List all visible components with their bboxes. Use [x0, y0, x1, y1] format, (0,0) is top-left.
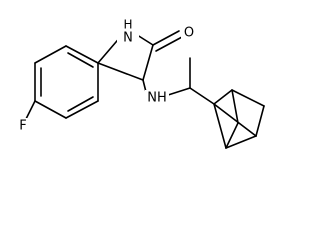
bond-c5-c4 [65, 100, 99, 119]
bond-c5-c4-inner [67, 96, 94, 112]
atom-nh-ring: H N [117, 18, 139, 46]
bond-nb-c7-c4 [225, 122, 239, 149]
bond-nb-c1-c7 [231, 89, 239, 124]
atom-label-n1: N [123, 31, 133, 46]
bond-nb-c4-c3 [213, 103, 227, 149]
atom-labels: H N O NH F [15, 18, 195, 134]
bond-nb-c2-c1 [213, 89, 233, 105]
atom-fluorine: F [15, 118, 31, 134]
bond-c7a-c7 [34, 45, 67, 64]
bond-nb-c1-c6 [231, 89, 265, 107]
bond-c6-c5 [34, 100, 67, 119]
bond-c3a-c7a-inner [67, 52, 94, 68]
bond-nh-ch [164, 87, 191, 97]
atom-label-f: F [19, 119, 26, 134]
atom-amine: NH [145, 90, 169, 106]
bond-c3a-c7a [65, 45, 99, 64]
bond-c2-o-double [155, 36, 183, 52]
bond-nb-c3-c5 [213, 103, 257, 137]
bonds [25, 30, 265, 149]
bond-c5-f [25, 100, 36, 120]
bond-c2-c3 [142, 44, 154, 81]
atom-label-nh: NH [147, 91, 167, 106]
atom-carbonyl-o: O [181, 25, 195, 41]
molecule-canvas: H N O NH F [15, 17, 265, 149]
bond-ch-bicyclo [189, 87, 215, 105]
bond-c2-o [152, 30, 180, 46]
atom-label-o: O [184, 26, 194, 41]
bond-nb-c6-c5 [255, 105, 265, 137]
atom-label-h: H [123, 18, 132, 32]
bond-nb-c5-c4 [225, 135, 257, 149]
molecule-structure: H N O NH F [15, 17, 265, 149]
bond-c3-c3a [97, 62, 144, 81]
